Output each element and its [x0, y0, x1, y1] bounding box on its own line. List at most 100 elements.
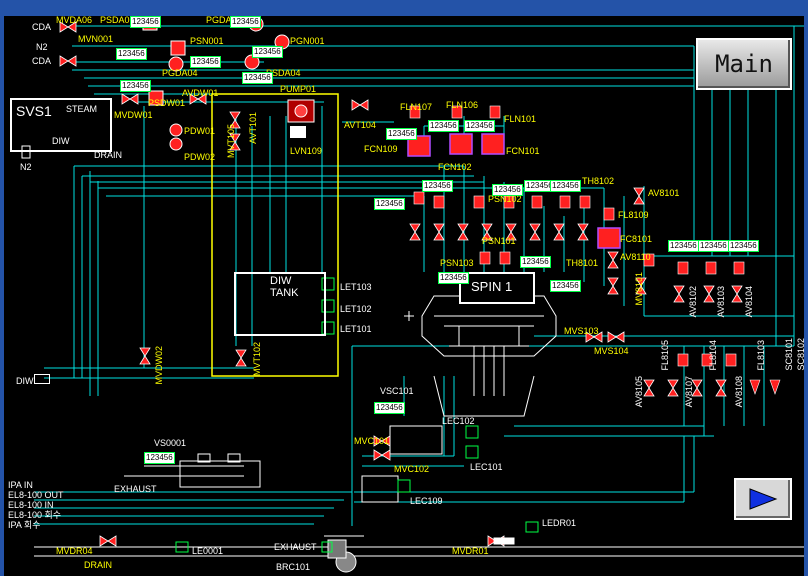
label-pgn001: PGN001	[290, 36, 325, 46]
readout-psn102: 123456	[492, 184, 523, 196]
label-mvs104: MVS104	[594, 346, 629, 356]
spin-unit[interactable]: SPIN 1	[459, 272, 535, 304]
tank-title-2: TANK	[270, 287, 299, 299]
label-av8108: AV8108	[734, 376, 744, 408]
label-psn101: PSN101	[482, 236, 516, 246]
readout-spin-3: 123456	[550, 180, 581, 192]
label-mvdw01: MVDW01	[114, 110, 153, 120]
label-pgda04: PGDA04	[162, 68, 198, 78]
label-av8102: AV8102	[688, 286, 698, 318]
label-mvdr04: MVDR04	[56, 546, 93, 556]
readout-th8101: 123456	[550, 280, 581, 292]
label-vs0001: VS0001	[154, 438, 187, 448]
diw-inlet-icon	[34, 374, 50, 384]
label-fl8109: FL8109	[618, 210, 649, 220]
label-fl8103: FL8103	[756, 340, 766, 371]
readout-fl8100: 123456	[728, 240, 759, 252]
label-exhaust1: EXHAUST	[114, 484, 157, 494]
label-vsc101: VSC101	[380, 386, 414, 396]
readout-fln109: 123456	[374, 198, 405, 210]
steam-label: STEAM	[66, 104, 98, 114]
tank-frame	[211, 93, 339, 377]
pid-screen: SVS1 STEAM DIW N2 DRAIN PUMP01 DIW TANK …	[4, 16, 804, 576]
label-av8103: AV8103	[716, 286, 726, 318]
svs-n2-label: N2	[20, 162, 32, 172]
readout-psda04: 123456	[242, 72, 273, 84]
readout-fcn101: 123456	[464, 120, 495, 132]
readout-pgda04: 123456	[190, 56, 221, 68]
label-diw: DIW	[16, 376, 34, 386]
valves	[59, 21, 743, 547]
label-el8-ret: EL8-100 회수	[8, 510, 62, 520]
readout-fcn109: 123456	[386, 128, 417, 140]
label-brc101: BRC101	[276, 562, 311, 572]
label-th8102: TH8102	[582, 176, 615, 186]
tank-title-1: DIW	[270, 275, 292, 287]
pid-diagram	[21, 16, 804, 573]
label-lvn109: LVN109	[290, 146, 322, 156]
main-button[interactable]: Main	[696, 38, 792, 90]
label-el8-in: EL8-100 IN	[8, 500, 54, 510]
readout-vsc101: 123456	[374, 402, 405, 414]
label-psda06: PSDA06	[100, 16, 135, 25]
label-fcn109: FCN109	[364, 144, 398, 154]
label-cda1: CDA	[32, 22, 52, 32]
label-av8105: AV8105	[634, 376, 644, 408]
label-psn103: PSN103	[440, 258, 474, 268]
label-avdw01: AVDW01	[182, 88, 219, 98]
label-mvdw02: MVDW02	[154, 346, 164, 385]
label-fcn102: FCN102	[438, 162, 472, 172]
label-mvc101: MVC101	[354, 436, 390, 446]
label-fl8104: FL8104	[708, 340, 718, 371]
label-fl8105: FL8105	[660, 340, 670, 371]
sensors	[142, 16, 357, 573]
readout-fl8102: 123456	[668, 240, 699, 252]
label-mvt105: MVT105	[226, 124, 236, 159]
pump-label: PUMP01	[280, 84, 317, 94]
label-mvdr01: MVDR01	[452, 546, 489, 556]
label-mvn001: MVN001	[78, 34, 114, 44]
drain-lines	[34, 295, 804, 557]
label-ipa-ret: IPA 회수	[8, 520, 41, 530]
readout-psn101: 123456	[520, 256, 551, 268]
play-arrow-icon	[749, 488, 778, 510]
label-av8107: AV8107	[684, 376, 694, 408]
label-av8101: AV8101	[648, 188, 680, 198]
label-drain: DRAIN	[84, 560, 113, 570]
label-let101: LET101	[340, 324, 372, 334]
label-let102: LET102	[340, 304, 372, 314]
label-le0001: LE0001	[192, 546, 224, 556]
label-lec102: LEC102	[442, 416, 475, 426]
label-pdw02: PDW02	[184, 152, 216, 162]
label-sc8101: SC8101	[784, 338, 794, 371]
label-av8104: AV8104	[744, 286, 754, 318]
label-av8110: AV8110	[620, 252, 651, 262]
next-page-button[interactable]	[734, 478, 792, 520]
pipe-network	[34, 25, 804, 526]
label-fcn101: FCN101	[506, 146, 540, 156]
readout-fl8101: 123456	[698, 240, 729, 252]
readout-psda06: 123456	[130, 16, 161, 28]
readout-psdw01: 123456	[120, 80, 151, 92]
indicators	[175, 277, 539, 553]
svs-drain-label: DRAIN	[94, 150, 123, 160]
label-avt101: AVT101	[248, 112, 258, 144]
label-mvt102: MVT102	[252, 342, 262, 377]
svs-unit[interactable]: SVS1 STEAM DIW	[10, 98, 112, 152]
flow-controllers	[407, 133, 621, 249]
readout-vs0001: 123456	[144, 452, 175, 464]
label-exhaust2: EXHAUST	[274, 542, 317, 552]
label-fln101: FLN101	[504, 114, 537, 124]
label-psdw01: PSDW01	[148, 98, 186, 108]
label-ledr01: LEDR01	[542, 518, 577, 528]
label-fln107: FLN107	[400, 102, 433, 112]
readout-pgn001: 123456	[252, 46, 283, 58]
readout-psn001: 123456	[116, 48, 147, 60]
filters	[409, 105, 781, 395]
label-sc8102: SC8102	[796, 338, 804, 371]
label-lec109: LEC109	[410, 496, 443, 506]
diw-tank[interactable]: DIW TANK	[234, 272, 326, 336]
label-lec101: LEC101	[470, 462, 503, 472]
label-el8-out: EL8-100 OUT	[8, 490, 64, 500]
